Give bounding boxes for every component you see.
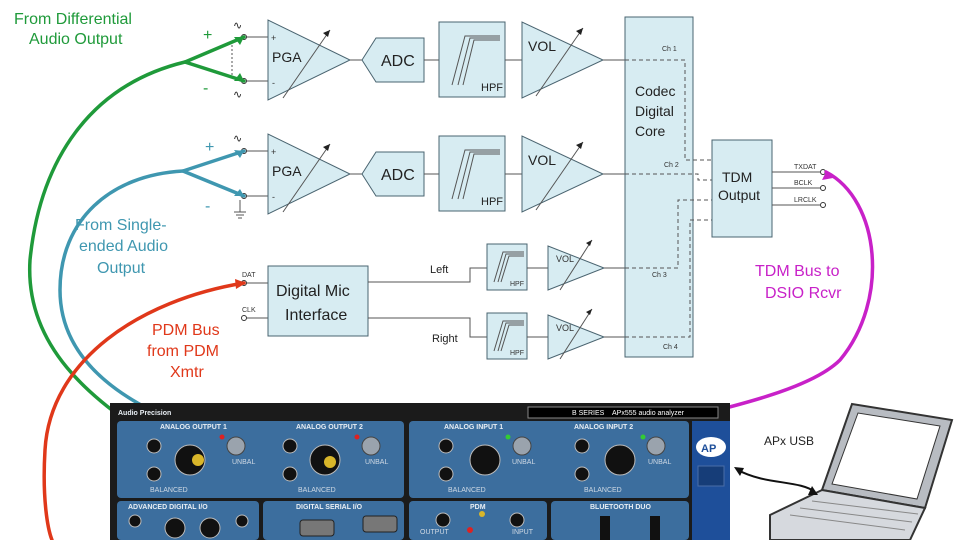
svg-text:HPF: HPF xyxy=(481,196,503,208)
apx555-analyzer: Audio Precision B SERIES APx555 audio an… xyxy=(110,403,730,540)
label-single-ended: From Single- xyxy=(75,217,167,234)
svg-text:Audio Output: Audio Output xyxy=(29,31,123,48)
hpf-1 xyxy=(438,21,506,98)
svg-text:∿: ∿ xyxy=(233,89,242,101)
svg-text:Ch 4: Ch 4 xyxy=(663,344,678,351)
svg-text:HPF: HPF xyxy=(510,350,524,357)
svg-text:Ch 1: Ch 1 xyxy=(662,46,677,53)
svg-text:BALANCED: BALANCED xyxy=(448,487,486,494)
svg-text:DAT: DAT xyxy=(242,272,256,279)
svg-text:PGA: PGA xyxy=(272,163,302,179)
svg-text:APx555 audio analyzer: APx555 audio analyzer xyxy=(612,410,685,417)
pga-1-label: PGA xyxy=(272,49,302,65)
svg-text:UNBAL: UNBAL xyxy=(648,459,671,466)
svg-text:Core: Core xyxy=(635,123,666,139)
svg-text:∿: ∿ xyxy=(233,133,242,145)
svg-text:Ch 3: Ch 3 xyxy=(652,272,667,279)
svg-text:HPF: HPF xyxy=(510,281,524,288)
svg-text:Codec: Codec xyxy=(635,83,675,99)
panel-analog-inputs xyxy=(409,421,689,498)
svg-text:+: + xyxy=(271,33,276,43)
panel-advanced-digital xyxy=(117,501,259,540)
input-terminals-2: ∿ xyxy=(233,133,268,219)
svg-text:-: - xyxy=(205,198,210,215)
label-tdm-bus: TDM Bus to xyxy=(755,263,840,280)
input-terminals-1: ∿ ∿ xyxy=(231,20,268,101)
svg-text:BALANCED: BALANCED xyxy=(584,487,622,494)
svg-text:TDM: TDM xyxy=(722,169,752,185)
label-differential: From Differential xyxy=(14,11,132,28)
svg-text:+: + xyxy=(271,147,276,157)
svg-text:BCLK: BCLK xyxy=(794,180,813,187)
label-pdm-bus: PDM Bus xyxy=(152,322,220,339)
svg-text:+: + xyxy=(205,139,214,156)
svg-text:LRCLK: LRCLK xyxy=(794,197,817,204)
svg-text:+: + xyxy=(203,27,212,44)
red-cable xyxy=(42,281,246,540)
svg-text:DSIO Rcvr: DSIO Rcvr xyxy=(765,285,842,302)
svg-text:-: - xyxy=(272,192,275,202)
svg-text:-: - xyxy=(203,80,208,97)
teal-cable-fork xyxy=(177,149,246,198)
svg-text:VOL: VOL xyxy=(556,323,574,333)
svg-text:PDM: PDM xyxy=(470,504,486,511)
svg-text:Output: Output xyxy=(718,187,760,203)
svg-text:ADVANCED DIGITAL I/O: ADVANCED DIGITAL I/O xyxy=(128,504,208,511)
svg-text:Output: Output xyxy=(97,260,146,277)
svg-text:Right: Right xyxy=(432,333,458,345)
svg-text:B SERIES: B SERIES xyxy=(572,410,605,417)
svg-text:BALANCED: BALANCED xyxy=(298,487,336,494)
svg-text:UNBAL: UNBAL xyxy=(232,459,255,466)
svg-text:CLK: CLK xyxy=(242,307,256,314)
svg-text:Audio Precision: Audio Precision xyxy=(118,410,171,417)
svg-text:Digital: Digital xyxy=(635,103,674,119)
svg-text:Digital Mic: Digital Mic xyxy=(276,283,350,300)
svg-text:Left: Left xyxy=(430,264,448,276)
svg-text:Ch 2: Ch 2 xyxy=(664,162,679,169)
laptop-icon xyxy=(769,402,954,540)
svg-text:AP: AP xyxy=(701,443,716,455)
svg-text:OUTPUT: OUTPUT xyxy=(420,529,450,536)
svg-text:TXDAT: TXDAT xyxy=(794,164,817,171)
svg-text:from PDM: from PDM xyxy=(147,343,219,360)
digital-mic-interface xyxy=(267,265,369,337)
svg-text:DIGITAL SERIAL I/O: DIGITAL SERIAL I/O xyxy=(296,504,363,511)
codec-digital-core xyxy=(624,16,694,358)
svg-text:ANALOG OUTPUT 2: ANALOG OUTPUT 2 xyxy=(296,424,363,431)
hpf-2 xyxy=(438,135,506,212)
svg-text:VOL: VOL xyxy=(528,38,556,54)
vol-left xyxy=(547,245,606,291)
adc-1-label: ADC xyxy=(381,53,415,70)
svg-text:HPF: HPF xyxy=(481,82,503,94)
svg-text:UNBAL: UNBAL xyxy=(365,459,388,466)
svg-text:-: - xyxy=(272,78,275,88)
svg-text:INPUT: INPUT xyxy=(512,529,534,536)
vol-right xyxy=(547,314,606,360)
svg-text:BLUETOOTH DUO: BLUETOOTH DUO xyxy=(590,504,651,511)
green-cable xyxy=(27,60,192,462)
svg-text:Interface: Interface xyxy=(285,307,347,324)
svg-text:ANALOG INPUT 1: ANALOG INPUT 1 xyxy=(444,424,503,431)
apx-usb-label: APx USB xyxy=(764,434,814,448)
usb-arrow xyxy=(734,467,818,495)
svg-text:Xmtr: Xmtr xyxy=(170,364,204,381)
svg-text:ANALOG OUTPUT 1: ANALOG OUTPUT 1 xyxy=(160,424,227,431)
green-cable-fork xyxy=(179,35,246,83)
svg-text:BALANCED: BALANCED xyxy=(150,487,188,494)
vol-1 xyxy=(521,21,605,99)
panel-pdm xyxy=(409,501,547,540)
sine-symbol: ∿ xyxy=(233,20,242,32)
svg-text:VOL: VOL xyxy=(528,152,556,168)
tdm-output xyxy=(711,139,773,238)
svg-text:UNBAL: UNBAL xyxy=(512,459,535,466)
svg-text:ADC: ADC xyxy=(381,167,415,184)
svg-text:VOL: VOL xyxy=(556,254,574,264)
svg-text:ANALOG INPUT 2: ANALOG INPUT 2 xyxy=(574,424,633,431)
panel-analog-outputs xyxy=(117,421,404,498)
vol-2 xyxy=(521,135,605,213)
svg-text:ended Audio: ended Audio xyxy=(79,238,168,255)
